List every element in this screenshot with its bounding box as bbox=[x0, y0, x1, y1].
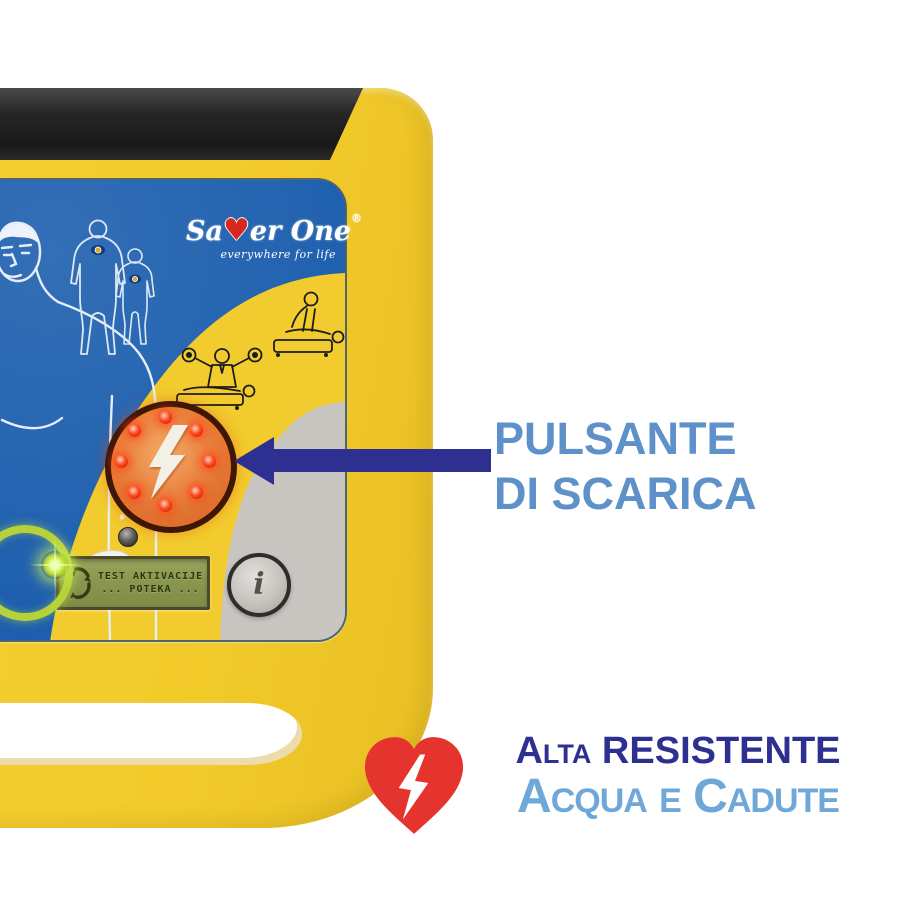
defibrillation-paddles-pictogram bbox=[176, 347, 263, 410]
shock-led bbox=[158, 498, 172, 512]
registered-mark: ® bbox=[351, 212, 363, 225]
durability-line1: Alta RESISTENTE bbox=[515, 730, 841, 772]
callout-arrow-shaft bbox=[272, 449, 491, 472]
shock-label-line2: DI SCARICA bbox=[494, 468, 757, 519]
lightning-bolt-icon bbox=[149, 425, 188, 499]
brand-heart-icon: ♥ bbox=[223, 213, 250, 248]
shock-led bbox=[114, 454, 128, 468]
brand-logo: Sa♥er One® everywhere for life bbox=[186, 204, 362, 261]
cpr-compression-pictogram bbox=[273, 291, 345, 357]
brand-tagline: everywhere for life bbox=[220, 248, 336, 261]
shock-led bbox=[127, 485, 141, 499]
shock-led bbox=[127, 423, 141, 437]
lcd-line1: TEST AKTIVACIJE bbox=[97, 571, 204, 582]
brand-prefix: Sa bbox=[186, 216, 223, 247]
carry-handle-opening bbox=[0, 703, 302, 765]
shock-label-line1: PULSANTE bbox=[494, 413, 737, 464]
lcd-display: TEST AKTIVACIJE ... POTEKA ... bbox=[56, 556, 210, 610]
durability-line2: Acqua e Cadute bbox=[517, 770, 840, 823]
lcd-line2: ... POTEKA ... bbox=[101, 584, 200, 595]
shock-led bbox=[189, 423, 203, 437]
shock-button bbox=[105, 401, 237, 533]
shock-led bbox=[158, 410, 172, 424]
child-figure-illustration bbox=[115, 248, 155, 345]
device-top-rubber-band bbox=[0, 88, 363, 160]
info-button: i bbox=[227, 553, 291, 617]
shock-led bbox=[189, 485, 203, 499]
lcd-text: TEST AKTIVACIJE ... POTEKA ... bbox=[94, 570, 207, 596]
adult-figure-illustration bbox=[70, 219, 126, 355]
brand-wordmark: Sa♥er One® bbox=[186, 204, 362, 248]
info-icon: i bbox=[253, 566, 265, 602]
shock-led bbox=[202, 454, 216, 468]
brand-suffix: er One bbox=[249, 216, 352, 247]
heart-bolt-icon bbox=[364, 737, 464, 834]
durability-claim: Alta RESISTENTE Acqua e Cadute bbox=[478, 729, 878, 821]
status-led bbox=[118, 527, 138, 547]
status-ring bbox=[0, 525, 73, 621]
callout-arrow-icon bbox=[234, 437, 274, 485]
shock-button-label: PULSANTE DI SCARICA bbox=[494, 411, 757, 521]
green-led-flare bbox=[54, 539, 56, 591]
